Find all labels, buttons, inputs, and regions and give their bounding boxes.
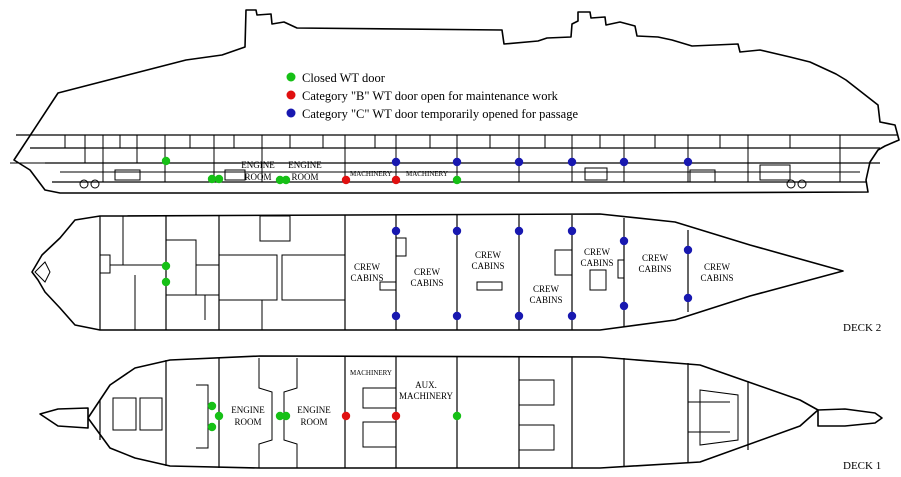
wt-door-category-c [514,311,524,321]
wt-door-category-c [619,301,629,311]
ship-profile: ENGINE ROOM ENGINE ROOM MACHINERY MACHIN… [10,9,900,194]
deck1-rooms [112,358,739,468]
deck1-bulbous-bow [817,408,883,427]
wt-door-category-b [341,175,351,185]
deck2-cabins-6-line2: CABINS [638,264,671,274]
thruster-icon [797,179,807,189]
wt-door-closed [161,156,171,166]
deck2-cabins-5-line2: CABINS [580,258,613,268]
wt-door-closed [207,422,217,432]
profile-machinery-1-label: MACHINERY [350,170,392,178]
legend-category-b-dot [286,90,296,100]
deck2-cabins-1-line2: CABINS [350,273,383,283]
profile-tanks [79,164,807,189]
deck2-cabins-5-line1: CREW [584,247,611,257]
deck2-cabins-4-line2: CABINS [529,295,562,305]
wt-door-closed [161,277,171,287]
deck2-doors [161,226,693,321]
wt-door-closed [452,411,462,421]
wt-door-closed [207,174,217,184]
deck2-cabins-4-line1: CREW [533,284,560,294]
wt-door-category-c [514,157,524,167]
profile-machinery-2-label: MACHINERY [406,170,448,178]
profile-engine-room-1-line2: ROOM [244,172,271,182]
deck2-plan: CREW CABINS CREW CABINS CREW CABINS CREW… [31,213,881,334]
thruster-icon [786,179,796,189]
wt-door-category-c [514,226,524,236]
wt-door-category-c [567,311,577,321]
wt-door-closed [452,175,462,185]
deck2-cabins-3-line2: CABINS [471,261,504,271]
deck2-cabins-2-line1: CREW [414,267,441,277]
deck1-stern-skeg [39,407,89,429]
wt-door-closed [214,174,224,184]
wt-door-closed [275,411,285,421]
wt-door-category-c [567,157,577,167]
wt-door-category-b [341,411,351,421]
wt-door-category-c [452,157,462,167]
deck2-hull-outline [31,213,844,331]
wt-door-category-b [391,411,401,421]
wt-door-closed [214,411,224,421]
deck2-cabins-7-line1: CREW [704,262,731,272]
wt-door-category-b [391,175,401,185]
wt-door-closed [281,175,291,185]
legend-closed-label: Closed WT door [302,71,386,85]
profile-superstructure [13,9,900,194]
wt-door-closed [281,411,291,421]
deck2-cabins-6-line1: CREW [642,253,669,263]
legend-category-b-label: Category "B" WT door open for maintenanc… [302,89,559,103]
deck1-engine-room-2-line1: ENGINE [297,405,331,415]
propeller-icon [79,179,89,189]
legend-category-c-dot [286,108,296,118]
wt-door-closed [207,401,217,411]
deck1-engine-room-1-line1: ENGINE [231,405,265,415]
wt-door-closed [275,175,285,185]
wt-door-category-c [619,157,629,167]
wt-door-category-c [391,157,401,167]
legend-closed-dot [286,72,296,82]
deck2-stern-detail [34,261,51,283]
wt-door-category-c [391,226,401,236]
deck1-hull-outline [87,355,819,469]
wt-door-closed [161,261,171,271]
wt-door-category-c [619,236,629,246]
deck1-aux-machinery-line2: MACHINERY [399,391,454,401]
wt-door-category-c [683,245,693,255]
profile-bulkheads [64,135,841,182]
deck2-cabins-7-line2: CABINS [700,273,733,283]
wt-door-category-c [452,226,462,236]
wt-door-category-c [683,293,693,303]
deck1-plan: ENGINE ROOM ENGINE ROOM MACHINERY AUX. M… [39,355,883,472]
profile-engine-room-2-line2: ROOM [291,172,318,182]
profile-engine-room-2-line1: ENGINE [288,160,322,170]
deck1-doors [207,401,462,432]
wt-door-category-c [452,311,462,321]
deck1-engine-room-1-line2: ROOM [234,417,261,427]
legend-category-c-label: Category "C" WT door temporarily opened … [302,107,578,121]
deck1-aux-machinery-line1: AUX. [415,380,437,390]
wt-door-category-c [567,226,577,236]
deck1-machinery-label: MACHINERY [350,369,392,377]
legend: Closed WT door Category "B" WT door open… [286,71,578,121]
deck2-cabins-2-line2: CABINS [410,278,443,288]
propeller-icon [90,179,100,189]
deck2-label: DECK 2 [843,322,881,334]
deck2-cabins-1-line1: CREW [354,262,381,272]
deck1-engine-room-2-line2: ROOM [300,417,327,427]
wt-door-category-c [683,157,693,167]
deck2-cabins-3-line1: CREW [475,250,502,260]
profile-doors [161,156,693,185]
deck1-label: DECK 1 [843,460,881,472]
profile-engine-room-1-line1: ENGINE [241,160,275,170]
wt-door-category-c [391,311,401,321]
